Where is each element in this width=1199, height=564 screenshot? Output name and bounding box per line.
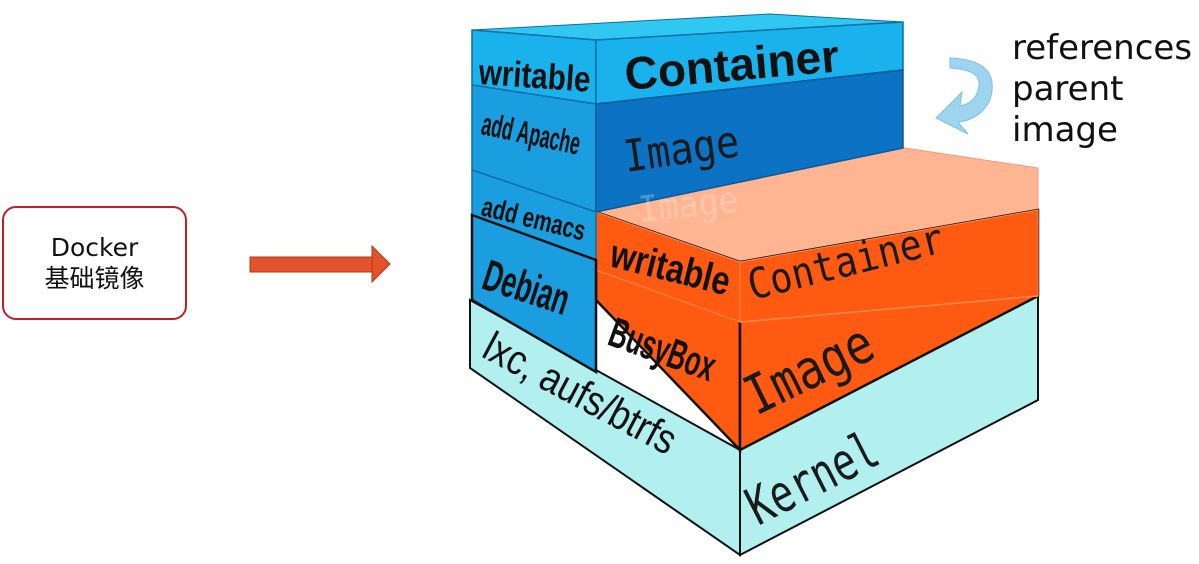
base-image-label: 基础镜像 (44, 264, 145, 293)
docker-base-image-box: Docker 基础镜像 (2, 206, 187, 320)
blue-debian-stack (470, 13, 904, 375)
references-parent-image-note: references parent image (1012, 28, 1192, 151)
kernel-layer (469, 294, 1039, 557)
right-arrow (249, 244, 391, 284)
note-line-3: image (1012, 110, 1118, 150)
note-line-1: references (1012, 28, 1193, 68)
orange-busybox-stack (594, 144, 1040, 454)
curved-reference-arrow (935, 57, 993, 135)
docker-label: Docker (50, 233, 139, 262)
note-line-2: parent (1012, 69, 1124, 109)
blue-writable-label: writable (477, 51, 592, 100)
